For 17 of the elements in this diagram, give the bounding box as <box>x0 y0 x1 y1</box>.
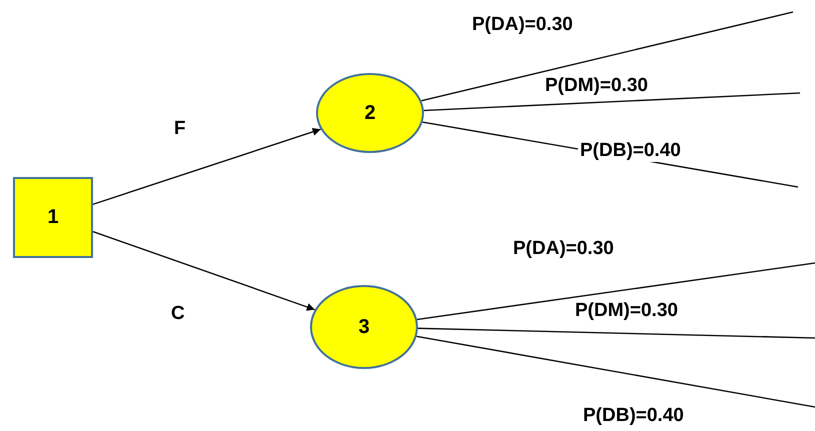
edge-label: P(DA)=0.30 <box>470 14 575 36</box>
branch-line <box>424 92 800 112</box>
edge-label: P(DB)=0.40 <box>578 140 683 162</box>
branch-line <box>417 262 815 320</box>
arrow <box>92 128 321 205</box>
decision-node <box>13 177 93 258</box>
node-label: 3 <box>358 316 370 338</box>
branch-line <box>421 11 794 102</box>
branch-line <box>418 328 815 339</box>
node-label: 2 <box>364 102 376 124</box>
edge-label: P(DM)=0.30 <box>573 300 680 322</box>
edge-label: P(DA)=0.30 <box>511 238 616 260</box>
branch-line <box>416 336 815 408</box>
edge-label: P(DB)=0.40 <box>581 405 686 427</box>
arrow <box>92 230 316 311</box>
edge-label: P(DM)=0.30 <box>543 75 650 97</box>
node-label: 1 <box>47 206 59 229</box>
